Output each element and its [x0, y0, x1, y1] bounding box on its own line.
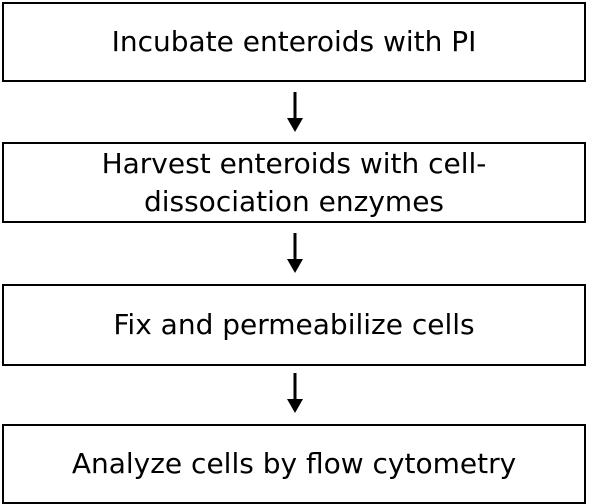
- step-harvest-label-line1: Harvest enteroids with cell-: [101, 146, 487, 180]
- step-analyze-box: Analyze cells by flow cytometry: [2, 424, 586, 504]
- down-arrow-icon: [287, 233, 303, 273]
- down-arrow-icon: [287, 92, 303, 132]
- step-fix-label: Fix and permeabilize cells: [113, 308, 475, 341]
- step-incubate-box: Incubate enteroids with PI: [2, 2, 586, 82]
- down-arrow-icon: [287, 373, 303, 413]
- step-analyze-label: Analyze cells by flow cytometry: [71, 447, 517, 480]
- step-harvest-label-line2: dissociation enzymes: [143, 184, 445, 218]
- step-harvest-box: Harvest enteroids with cell- dissociatio…: [2, 142, 586, 223]
- step-fix-box: Fix and permeabilize cells: [2, 284, 586, 366]
- step-harvest-label: Harvest enteroids with cell- dissociatio…: [102, 145, 487, 221]
- step-incubate-label: Incubate enteroids with PI: [111, 25, 477, 58]
